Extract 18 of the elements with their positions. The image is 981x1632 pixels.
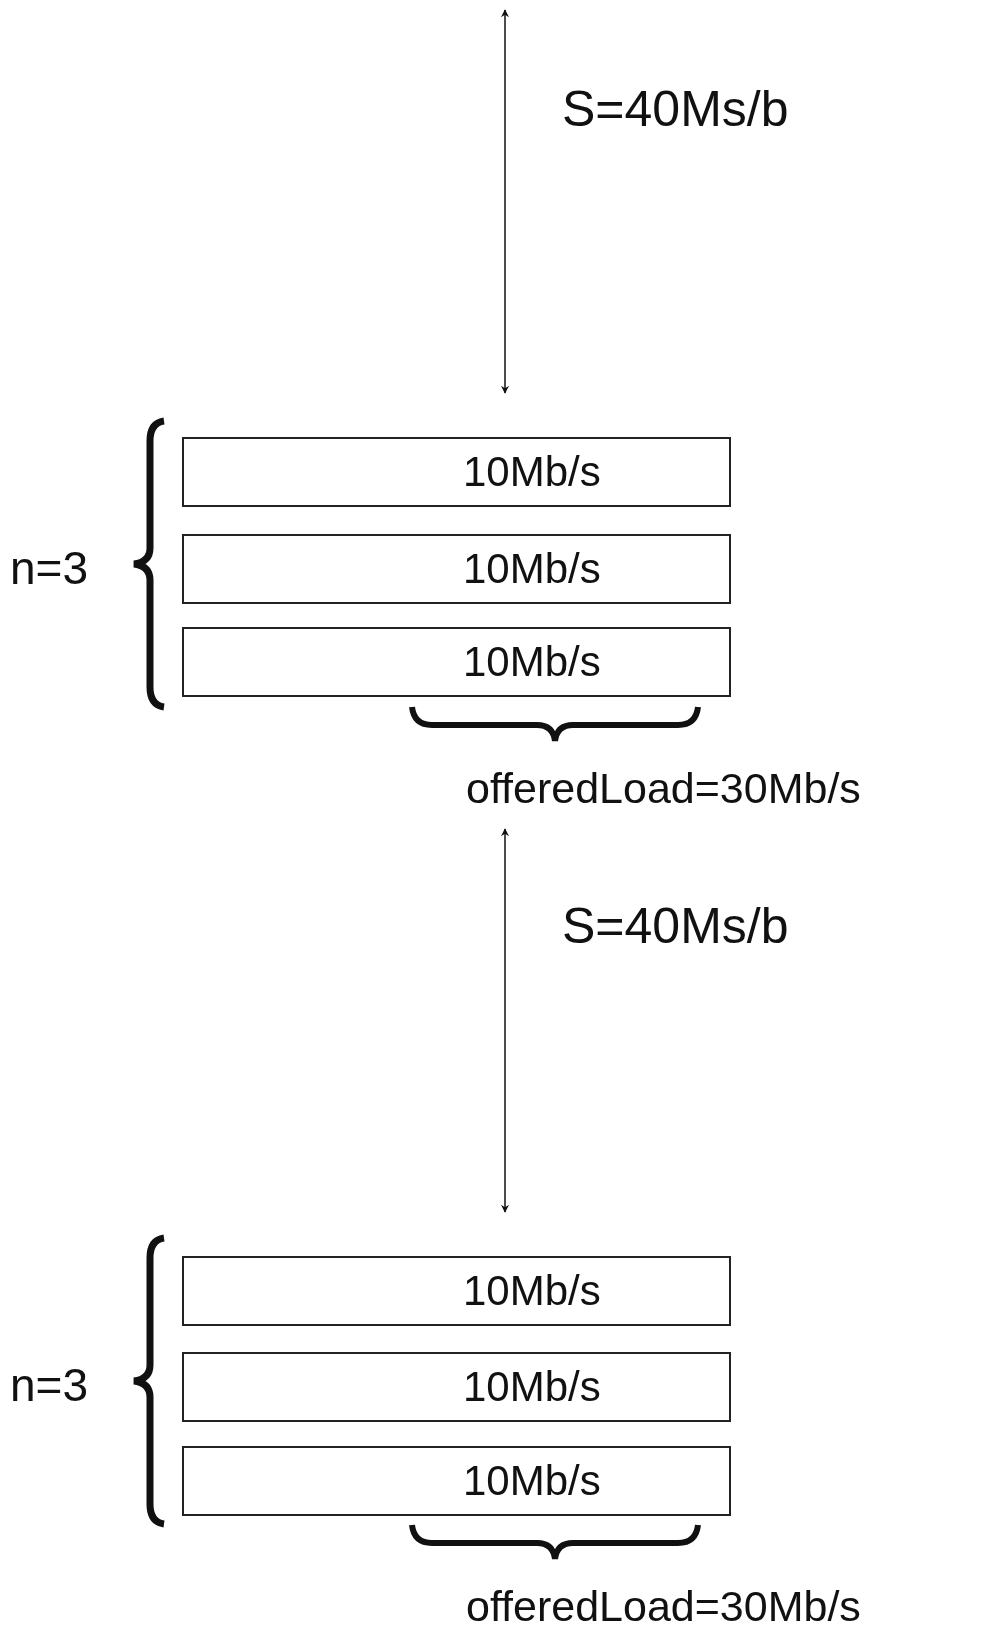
rate-text: 10Mb/s <box>463 1366 601 1408</box>
capacity-label: S=40Ms/b <box>562 84 789 134</box>
rate-text: 10Mb/s <box>463 451 601 493</box>
load-label: offeredLoad=30Mb/s <box>466 1585 861 1628</box>
rate-text: 10Mb/s <box>463 1460 601 1502</box>
load-label: offeredLoad=30Mb/s <box>466 767 861 810</box>
rate-box <box>182 437 731 507</box>
count-label: n=3 <box>10 1362 89 1408</box>
rate-box <box>182 534 731 604</box>
rate-text: 10Mb/s <box>463 548 601 590</box>
rate-box <box>182 627 731 697</box>
rate-text: 10Mb/s <box>463 1270 601 1312</box>
rate-box <box>182 1446 731 1516</box>
rate-box <box>182 1352 731 1422</box>
rate-text: 10Mb/s <box>463 641 601 683</box>
rate-box <box>182 1256 731 1326</box>
count-label: n=3 <box>10 545 89 591</box>
capacity-label: S=40Ms/b <box>562 901 789 951</box>
